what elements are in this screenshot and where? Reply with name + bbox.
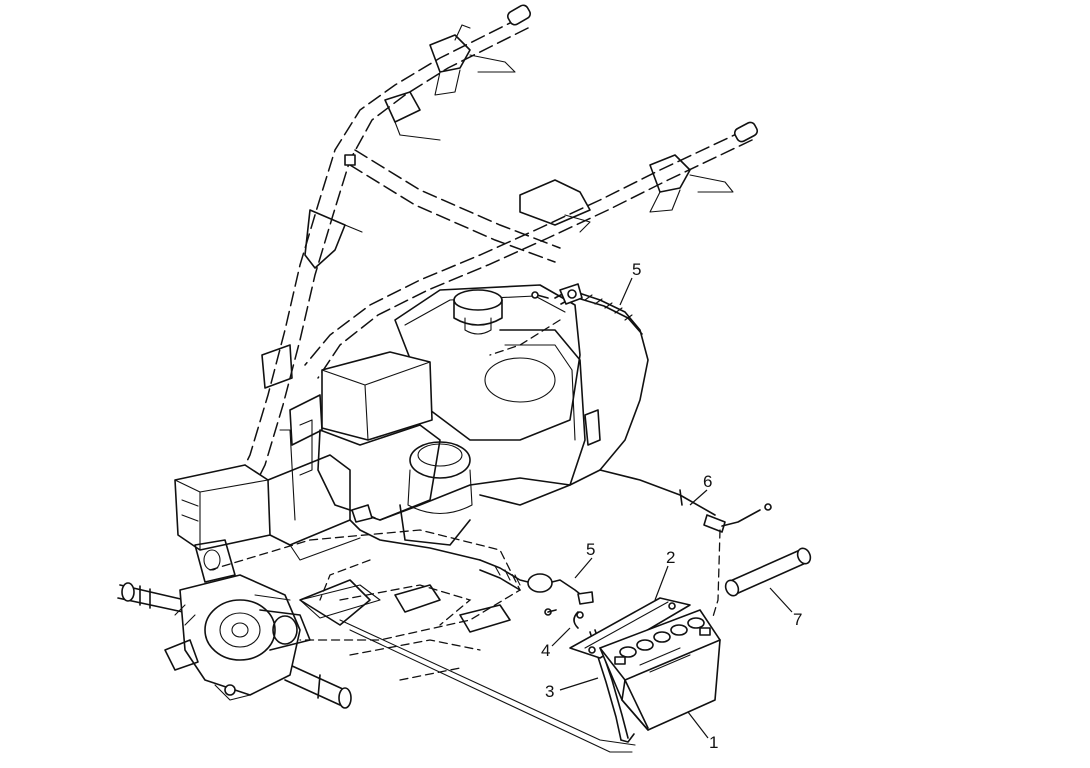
callout-labels: 5 6 5 2 7 4 3 1 <box>541 260 802 752</box>
battery-hold-down <box>339 597 691 753</box>
transmission-axle <box>117 539 352 709</box>
callout-1: 1 <box>709 733 718 752</box>
callout-3: 3 <box>545 682 554 701</box>
battery-cable-upper <box>489 283 649 486</box>
chassis-frame <box>174 454 521 681</box>
callout-2: 2 <box>666 548 675 567</box>
callout-5-lower: 5 <box>586 540 595 559</box>
battery-cable-long <box>349 469 772 561</box>
callout-4: 4 <box>541 641 550 660</box>
terminal-cover-sleeve <box>711 529 812 621</box>
engine-assembly <box>279 284 601 546</box>
battery-cable-lower <box>319 559 594 616</box>
callout-7: 7 <box>793 610 802 629</box>
handlebar-assembly <box>227 4 759 506</box>
callout-6: 6 <box>703 472 712 491</box>
callout-5-upper: 5 <box>632 260 641 279</box>
battery <box>599 609 721 731</box>
